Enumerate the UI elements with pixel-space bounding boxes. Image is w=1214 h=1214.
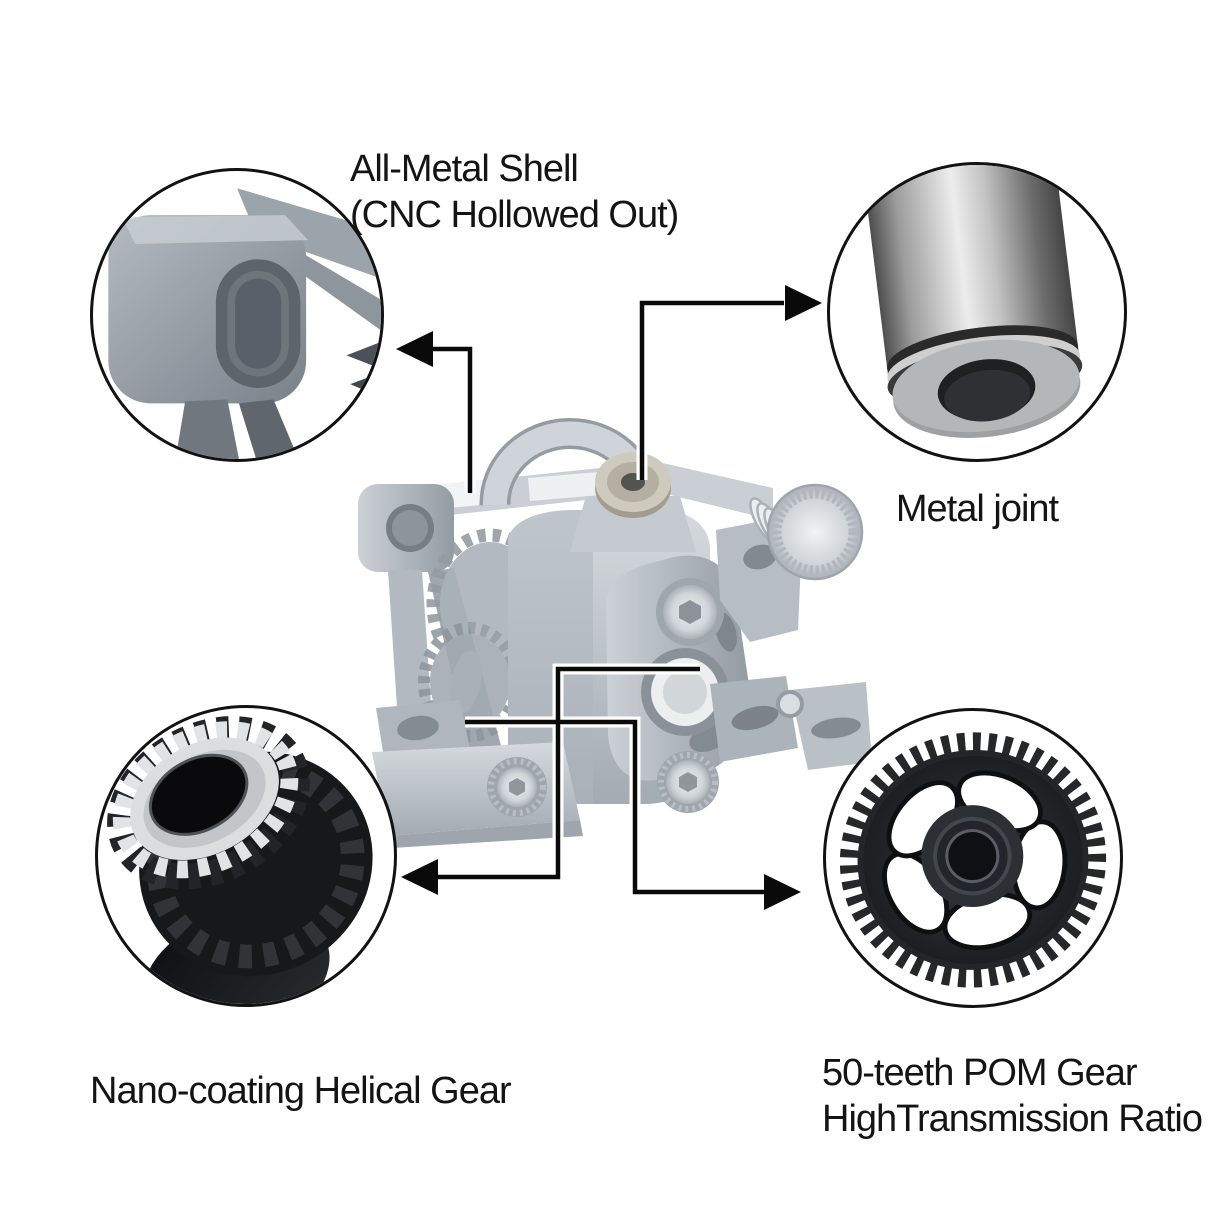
base-mount (372, 700, 583, 848)
callout-label-all-metal-shell: All-Metal Shell (CNC Hollowed Out) (350, 146, 679, 238)
gear-teeth (112, 721, 299, 879)
metal-shell-closeup (108, 188, 381, 459)
joint-cylinder (860, 165, 1083, 438)
label-line: HighTransmission Ratio (822, 1098, 1203, 1140)
hex-bolt-middle (641, 648, 729, 736)
front-plate (606, 555, 751, 813)
handle-arch (479, 418, 661, 506)
extruder-body (508, 510, 710, 804)
label-line: All-Metal Shell (350, 148, 579, 190)
gear-teeth (839, 732, 1107, 988)
stadium-slot (215, 259, 301, 388)
label-line: Metal joint (895, 488, 1059, 530)
hex-bolt-top (656, 578, 724, 646)
gear-teeth-edge (346, 341, 381, 423)
hub-bore (945, 829, 1000, 884)
inset-helical-gear (95, 705, 397, 1007)
connector-bottom-right (465, 719, 764, 895)
base-screw (487, 757, 547, 817)
hex-bolt-bottom (657, 751, 719, 813)
connector-top-right (639, 300, 784, 480)
label-line: 50-teeth POM Gear (822, 1052, 1138, 1094)
arrowhead-right-icon (764, 874, 801, 910)
arrowhead-left-icon (401, 859, 438, 895)
callout-label-metal-joint: Metal joint (827, 486, 1127, 532)
helical-gear-closeup (107, 716, 373, 1004)
connector-top-left (433, 346, 473, 493)
top-frame (370, 462, 773, 524)
right-lower-bracket (710, 676, 872, 770)
arrowhead-right-icon (785, 285, 822, 321)
hub (921, 805, 1024, 908)
inset-pom-gear (823, 708, 1123, 1008)
left-mount-block (358, 484, 454, 572)
callout-label-pom-gear: 50-teeth POM Gear HighTransmission Ratio (822, 1050, 1203, 1142)
spring (749, 497, 814, 565)
metal-joint-closeup (860, 165, 1083, 438)
frame-arms (388, 568, 508, 784)
callout-label-helical-gear: Nano-coating Helical Gear (90, 1068, 512, 1114)
label-line: Nano-coating Helical Gear (90, 1070, 512, 1112)
label-line: (CNC Hollowed Out) (350, 194, 679, 236)
inset-metal-joint (827, 162, 1127, 462)
filament-inlet-joint (570, 452, 696, 552)
gear-bore (148, 753, 249, 836)
arrowhead-left-icon (396, 331, 433, 367)
inset-metal-shell (90, 168, 384, 462)
connector-bottom-left (438, 666, 700, 880)
drive-gears (418, 528, 554, 742)
pom-gear-closeup (839, 732, 1107, 988)
